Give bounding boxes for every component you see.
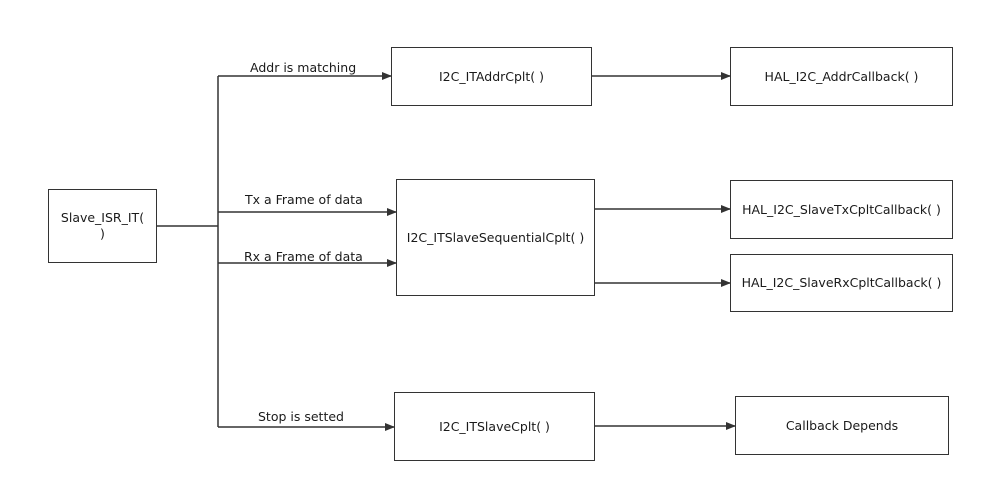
node-addr-cplt: I2C_ITAddrCplt( )	[391, 47, 592, 106]
node-tx-callback-text: HAL_I2C_SlaveTxCpltCallback( )	[742, 201, 941, 217]
node-callback-depends-text: Callback Depends	[785, 417, 899, 433]
label-rx-frame: Rx a Frame of data	[244, 249, 363, 264]
label-addr-matching: Addr is matching	[250, 60, 357, 75]
node-addr-callback-text: HAL_I2C_AddrCallback( )	[764, 68, 919, 84]
label-tx-frame: Tx a Frame of data	[245, 192, 363, 207]
node-rx-callback-text: HAL_I2C_SlaveRxCpltCallback( )	[741, 275, 942, 290]
node-seq-cplt: I2C_ITSlaveSequentialCplt( )	[396, 179, 595, 296]
node-slave-isr-text: Slave_ISR_IT( )	[60, 210, 145, 241]
node-addr-cplt-text: I2C_ITAddrCplt( )	[438, 68, 545, 84]
node-tx-callback: HAL_I2C_SlaveTxCpltCallback( )	[730, 180, 953, 239]
node-slave-cplt: I2C_ITSlaveCplt( )	[394, 392, 595, 461]
node-slave-cplt-text: I2C_ITSlaveCplt( )	[439, 418, 550, 434]
node-rx-callback: HAL_I2C_SlaveRxCpltCallback( )	[730, 254, 953, 312]
node-seq-cplt-text: I2C_ITSlaveSequentialCplt( )	[406, 229, 585, 245]
node-callback-depends: Callback Depends	[735, 396, 949, 455]
node-addr-callback: HAL_I2C_AddrCallback( )	[730, 47, 953, 106]
label-stop-setted: Stop is setted	[258, 409, 344, 424]
node-slave-isr: Slave_ISR_IT( )	[48, 189, 157, 263]
